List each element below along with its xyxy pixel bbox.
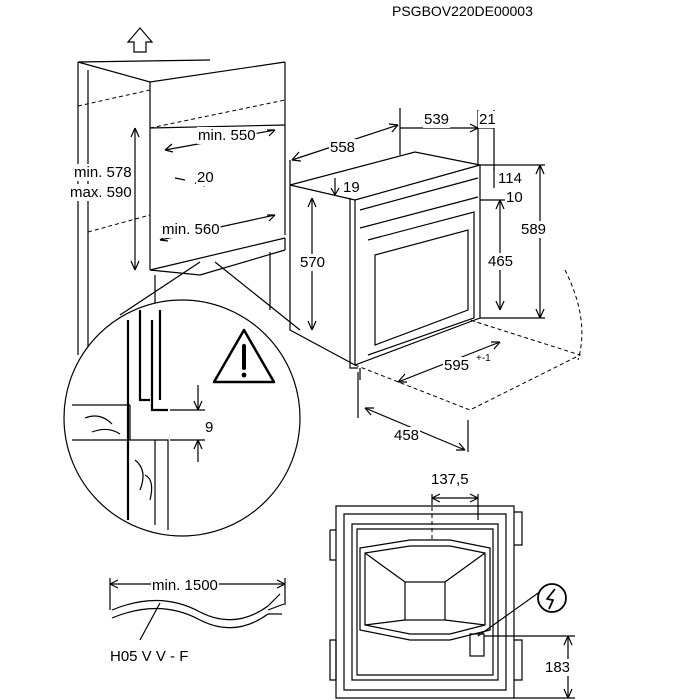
oven-height-body-label: 570 (300, 254, 325, 271)
niche-gap-label: 20 (197, 169, 214, 186)
label-backdrop (73, 164, 133, 181)
niche-depth-label: min. 550 (198, 127, 256, 144)
oven-height-inner-label: 465 (488, 253, 513, 270)
label-backdrop (69, 184, 133, 201)
label-backdrop (151, 577, 219, 594)
socket-offset-y-label: 183 (545, 659, 570, 676)
label-backdrop (109, 648, 190, 665)
up-arrow-icon (126, 27, 154, 53)
lightning-bolt-icon (537, 583, 567, 613)
label-backdrop (423, 111, 451, 128)
label-backdrop (393, 427, 421, 444)
niche-height-max-label: max. 590 (70, 184, 132, 201)
label-backdrop (497, 170, 523, 187)
oven-width-tolerance-label: +-1 (476, 353, 491, 364)
oven-height-total-label: 589 (521, 221, 546, 238)
label-backdrop (197, 127, 257, 144)
oven-h114-label: 114 (498, 170, 522, 187)
oven-floor-depth-label: 458 (394, 427, 419, 444)
socket-offset-x-label: 137,5 (431, 471, 469, 488)
label-backdrop (342, 179, 361, 196)
niche-width-label: min. 560 (162, 221, 220, 238)
oven-top-offset-label: 19 (343, 179, 360, 196)
cable-length-label: min. 1500 (152, 577, 218, 594)
oven-h10-label: 10 (506, 189, 523, 206)
oven-depth-body-label: 539 (424, 111, 449, 128)
label-backdrop (443, 357, 471, 374)
label-backdrop (520, 221, 548, 238)
label-backdrop (475, 353, 493, 364)
label-backdrop (299, 254, 327, 271)
cable-type-label: H05 V V - F (110, 648, 188, 665)
label-backdrop (430, 471, 470, 488)
detail-clearance-label: 9 (205, 419, 213, 436)
niche-height-min-label: min. 578 (74, 164, 132, 181)
oven-width-label: 595 (444, 357, 469, 374)
label-backdrop (544, 659, 572, 676)
label-backdrop (196, 169, 215, 186)
oven-depth-total-label: 558 (330, 139, 355, 156)
label-backdrop (505, 189, 524, 206)
label-backdrop (487, 253, 515, 270)
rear-view (329, 493, 575, 699)
oven-body (289, 108, 583, 452)
detail-magnifier (63, 261, 301, 537)
label-backdrop (478, 111, 497, 128)
label-backdrop (204, 419, 215, 436)
oven-front-label: 21 (479, 111, 496, 128)
document-code: PSGBOV220DE00003 (392, 3, 533, 19)
warning-triangle-icon (212, 328, 276, 384)
label-backdrop (329, 139, 357, 156)
label-backdrop (161, 221, 221, 238)
